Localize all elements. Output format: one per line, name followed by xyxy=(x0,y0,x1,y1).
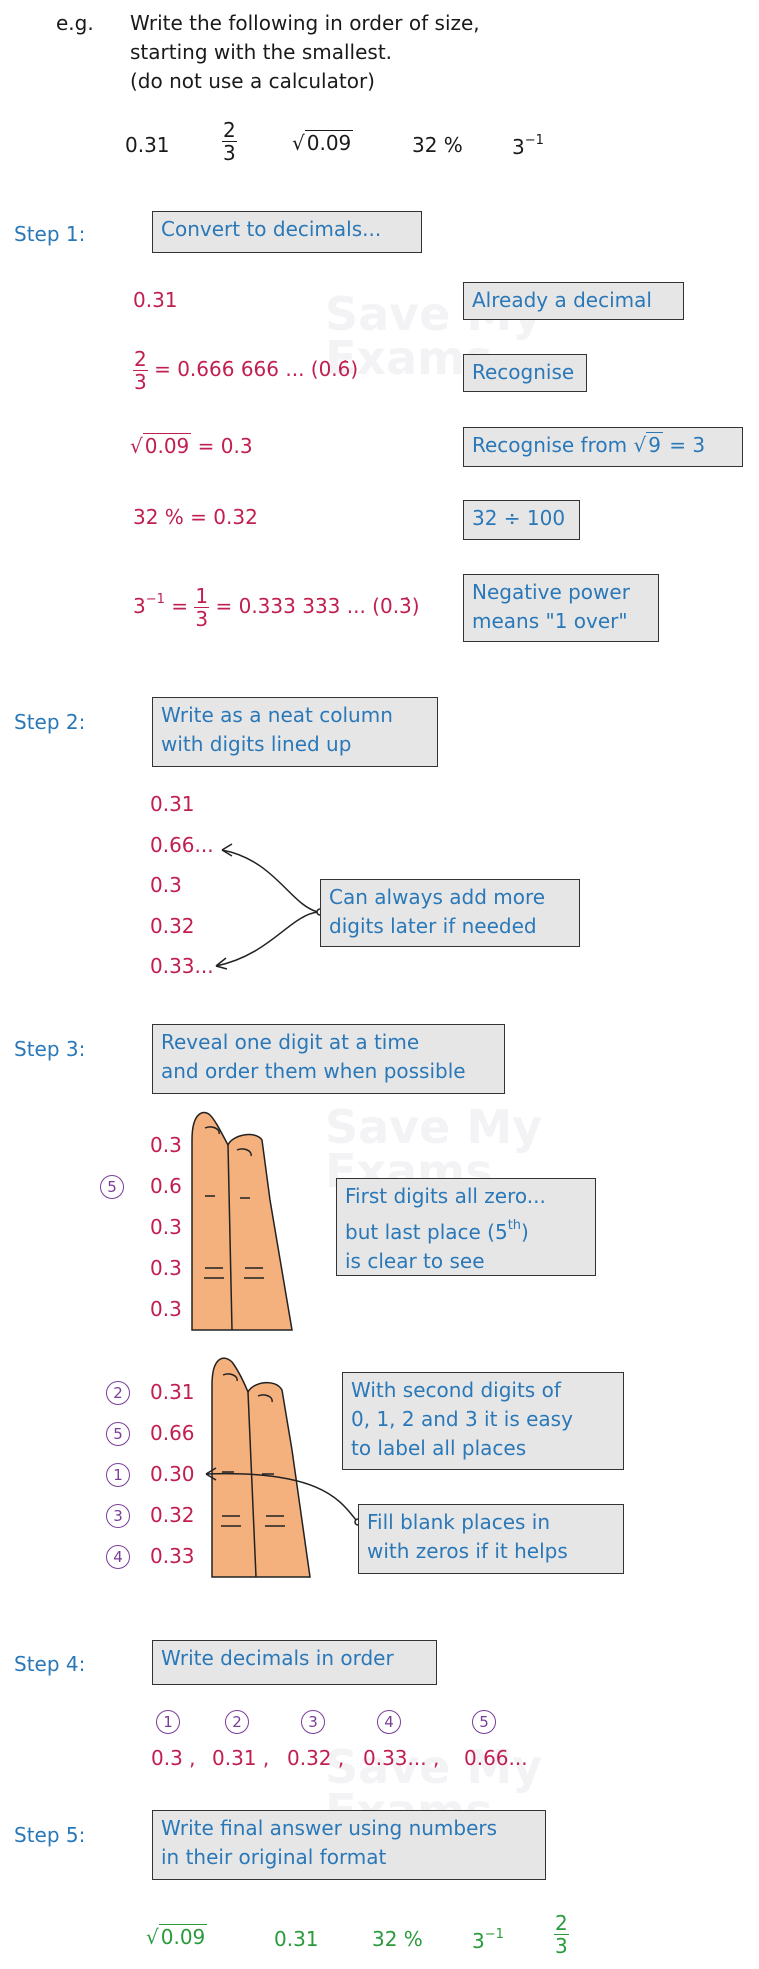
rank-marker: 3 xyxy=(106,1504,130,1528)
question-line-2: starting with the smallest. xyxy=(130,40,393,64)
eg-label: e.g. xyxy=(56,11,94,35)
list-item: 0.33... xyxy=(150,954,214,978)
rank-marker: 3 xyxy=(301,1710,325,1734)
rank-marker: 4 xyxy=(106,1545,130,1569)
step3-column1: 0.3 0.6 0.3 0.3 0.3 xyxy=(150,1133,182,1338)
ordered-value: 0.33... , xyxy=(363,1746,440,1770)
rank-marker: 1 xyxy=(106,1463,130,1487)
answer-power: 3−1 xyxy=(472,1927,504,1953)
ordered-value: 0.32 , xyxy=(287,1746,345,1770)
list-item: 0.30 xyxy=(150,1462,195,1486)
list-item: 0.6 xyxy=(150,1174,182,1198)
rank-marker: 5 xyxy=(106,1422,130,1446)
list-item: 0.3 xyxy=(150,1133,182,1157)
step1-row4-expr: 32 % = 0.32 xyxy=(133,505,258,529)
list-item: 0.31 xyxy=(150,792,195,816)
ordered-value: 0.66... xyxy=(464,1746,528,1770)
list-item: 0.33 xyxy=(150,1544,195,1568)
rank-marker: 2 xyxy=(106,1381,130,1405)
rank-marker: 5 xyxy=(472,1710,496,1734)
rank-marker: 2 xyxy=(225,1710,249,1734)
step4-box: Write decimals in order xyxy=(152,1640,437,1685)
ordered-value: 0.31 , xyxy=(212,1746,270,1770)
step1-row2-note: Recognise xyxy=(463,354,587,392)
item-power: 3−1 xyxy=(512,133,544,159)
step3-column2: 0.31 0.66 0.30 0.32 0.33 xyxy=(150,1380,195,1585)
step3-label: Step 3: xyxy=(14,1037,86,1061)
step2-label: Step 2: xyxy=(14,710,86,734)
answer-percent: 32 % xyxy=(372,1927,423,1951)
list-item: 0.3 xyxy=(150,1297,182,1321)
rank-marker: 4 xyxy=(377,1710,401,1734)
step1-row3-note: Recognise from √9 = 3 xyxy=(463,427,743,467)
list-item: 0.66 xyxy=(150,1421,195,1445)
step1-row4-note: 32 ÷ 100 xyxy=(463,500,580,540)
step5-label: Step 5: xyxy=(14,1823,86,1847)
item-percent: 32 % xyxy=(412,133,463,157)
answer-sqrt: √0.09 xyxy=(146,1924,208,1949)
list-item: 0.32 xyxy=(150,1503,195,1527)
answer-decimal: 0.31 xyxy=(274,1927,319,1951)
list-item: 0.3 xyxy=(150,873,182,897)
rank-marker: 1 xyxy=(156,1710,180,1734)
step3-note1: First digits all zero... but last place … xyxy=(336,1178,596,1276)
question-line-3: (do not use a calculator) xyxy=(130,69,375,93)
item-sqrt: √0.09 xyxy=(292,130,354,155)
step2-column: 0.31 0.66... 0.3 0.32 0.33... xyxy=(150,792,214,994)
step1-row1-note: Already a decimal xyxy=(463,282,684,320)
step4-label: Step 4: xyxy=(14,1652,86,1676)
list-item: 0.32 xyxy=(150,914,195,938)
rank-marker: 5 xyxy=(100,1175,124,1199)
step1-row3-expr: √0.09 = 0.3 xyxy=(130,433,253,458)
step1-row1-expr: 0.31 xyxy=(133,288,178,312)
list-item: 0.3 xyxy=(150,1256,182,1280)
step1-box: Convert to decimals... xyxy=(152,211,422,253)
step1-label: Step 1: xyxy=(14,222,86,246)
list-item: 0.66... xyxy=(150,833,214,857)
list-item: 0.3 xyxy=(150,1215,182,1239)
ordered-value: 0.3 , xyxy=(151,1746,196,1770)
item-decimal: 0.31 xyxy=(125,133,170,157)
list-item: 0.31 xyxy=(150,1380,195,1404)
question-line-1: Write the following in order of size, xyxy=(130,11,480,35)
